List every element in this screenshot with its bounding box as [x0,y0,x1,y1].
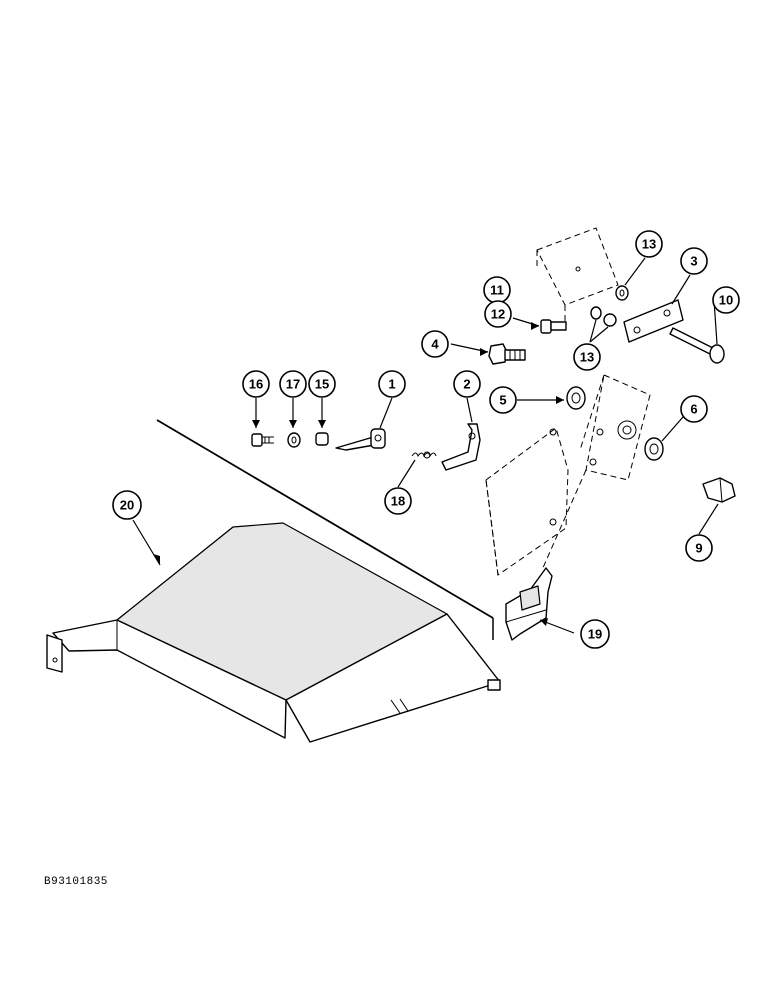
plate-part-3 [623,299,684,343]
svg-text:1: 1 [388,377,395,392]
callout-4: 4 [421,330,449,358]
callout-13-lower: 13 [573,343,601,371]
callout-1: 1 [378,370,406,398]
latch-mount-outline [485,427,569,576]
bolt-part-12 [540,319,567,334]
figure-code: B93101835 [44,876,108,888]
washer-part-17 [287,432,301,448]
svg-text:17: 17 [286,377,300,392]
washer-part-5 [566,386,586,410]
callout-13-upper: 13 [635,230,663,258]
frame-edge-line [156,419,494,619]
callout-3: 3 [680,247,708,275]
spring-part-18 [411,451,437,459]
bolt-part-16 [251,433,274,447]
svg-text:18: 18 [391,494,405,509]
hinge-bracket-outline [541,374,651,571]
catch-part-19 [505,567,553,641]
hook-part-2 [441,423,481,471]
callout-11: 11 [483,276,511,304]
svg-text:11: 11 [490,283,504,298]
svg-text:15: 15 [315,377,329,392]
callout-6: 6 [680,395,708,423]
callout-15: 15 [308,370,336,398]
callout-9: 9 9 [685,534,713,562]
bushing-part-15 [315,432,329,446]
svg-text:20: 20 [120,498,134,513]
svg-text:12: 12 [491,307,505,322]
svg-text:2: 2 [463,377,470,392]
svg-text:5: 5 [499,393,506,408]
bolt-part-9 [702,477,736,503]
callout-19: 19 19 [580,619,610,649]
callout-5: 5 [489,386,517,414]
svg-text:6: 6 [690,402,697,417]
callout-16: 16 [242,370,270,398]
callout-2: 2 [453,370,481,398]
callout-12: 12 [484,300,512,328]
svg-text:9: 9 [695,541,702,556]
bracket-outline-top [536,227,619,330]
svg-text:13: 13 [580,350,594,365]
callout-17: 17 [279,370,307,398]
svg-text:16: 16 [249,377,263,392]
washer-part-13 [590,285,629,327]
callout-10: 10 [712,286,740,314]
callout-20: 20 [112,490,142,520]
svg-text:10: 10 [719,293,733,308]
svg-text:13: 13 [642,237,656,252]
svg-text:19: 19 [588,627,602,642]
svg-text:3: 3 [690,254,697,269]
shield-part-20 [46,522,501,743]
latch-part-1 [335,428,386,451]
leader-lines [132,257,719,634]
svg-text:4: 4 [431,337,439,352]
washer-part-6 [644,437,664,461]
callout-18: 19 18 [384,487,412,515]
bolt-part-10 [669,327,725,364]
bolt-part-4 [488,343,526,365]
